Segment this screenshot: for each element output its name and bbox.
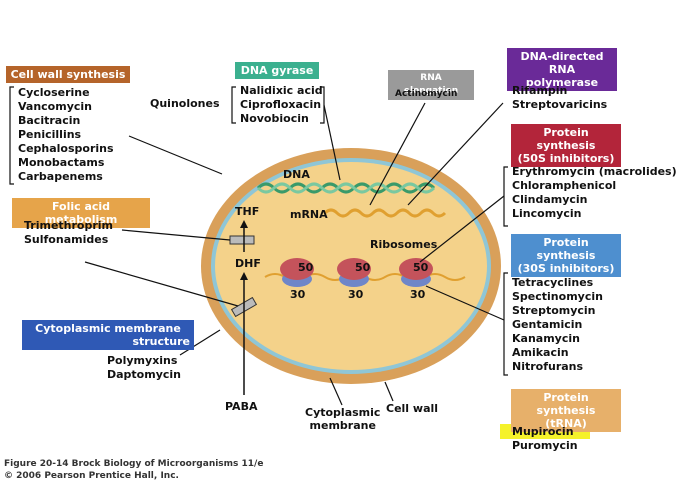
list-item: Bacitracin [18,114,81,127]
rna-polymerase-list: Rifampin Streptovaricins [512,84,607,112]
cell-wall-label: Cell wall [386,402,439,415]
cytoplasmic-list: Polymyxins Daptomycin [107,354,181,382]
rna-polymerase-header: DNA-directed RNA polymerase [507,48,617,91]
dna-label: DNA [283,168,310,181]
ribosome-50-label-2: 50 [355,261,371,274]
mrna-strand [323,208,447,218]
protein50s-list: Erythromycin (macrolides) Chloramphenico… [512,165,677,221]
actinomycin-label: Actinomycin [395,89,458,99]
list-item: Nitrofurans [512,360,584,373]
protein30s-list: Tetracyclines Spectinomycin Streptomycin… [512,276,603,374]
dhf-label: DHF [235,257,261,270]
list-item: Trimethroprim [24,219,114,232]
ribosome-30-label-1: 30 [290,288,306,301]
protein30s-header: Protein synthesis (30S inhibitors) [511,234,621,277]
ribosome-3 [399,258,433,287]
quinolones-label: Quinolones [150,97,220,110]
ribosome-50-label-1: 50 [298,261,314,274]
list-item: Spectinomycin [512,290,603,303]
thf-label: THF [235,205,260,218]
protein50s-title-2: (50S inhibitors) [517,152,615,165]
list-item: Nalidixic acid [240,84,323,97]
paba-label: PABA [225,400,258,413]
dna-helix-strand-2 [256,182,436,194]
trna-title-2: (tRNA) [545,417,587,430]
cell-wall-list: Cycloserine Vancomycin Bacitracin Penici… [18,86,114,184]
dna-gyrase-header: DNA gyrase [235,62,319,79]
cytoplasmic-membrane-label-2: membrane [309,419,376,432]
folic-header: Folic acid metabolism [12,198,150,228]
leader-lines [9,86,508,406]
list-item: Tetracyclines [512,276,594,289]
ribosome-30-label-2: 30 [348,288,364,301]
figure-caption: Figure 20-14 Brock Biology of Microorgan… [4,458,263,482]
list-item: Cycloserine [18,86,90,99]
cytoplasmic-title-1: Cytoplasmic membrane [35,322,181,335]
list-item: Streptomycin [512,304,596,317]
cytoplasmic-header: Cytoplasmic membrane structure [22,320,194,350]
ribosomes-label: Ribosomes [370,238,438,251]
mrna-label: mRNA [290,208,328,221]
trna-list: Mupirocin Puromycin [512,425,578,453]
list-item: Sulfonamides [24,233,109,246]
list-item: Cephalosporins [18,142,114,155]
list-item: Clindamycin [512,193,588,206]
rna-polymerase-title-1: DNA-directed RNA [520,50,604,76]
list-item: Chloramphenicol [512,179,617,192]
trna-header: Protein synthesis (tRNA) [511,389,621,432]
list-item: Amikacin [512,346,569,359]
trna-title-1: Protein synthesis [536,391,596,417]
ribosome-30-label-3: 30 [410,288,426,301]
list-item: Daptomycin [107,368,181,381]
cytoplasmic-membrane-label: Cytoplasmic membrane [305,406,380,432]
list-item: Monobactams [18,156,105,169]
list-item: Kanamycin [512,332,580,345]
protein30s-title-2: (30S inhibitors) [517,262,615,275]
list-item: Polymyxins [107,354,178,367]
rna-polymerase-title-2: polymerase [525,76,599,89]
protein50s-header: Protein synthesis (50S inhibitors) [511,124,621,167]
list-item: Novobiocin [240,112,309,125]
folic-list: Trimethroprim Sulfonamides [24,219,113,247]
dna-helix [256,182,436,194]
protein50s-title-1: Protein synthesis [536,126,596,152]
cytoplasmic-title-2: structure [132,335,190,348]
ribosome-2 [337,258,371,287]
cell-wall-header: Cell wall synthesis [6,66,130,83]
caption-line-2: © 2006 Pearson Prentice Hall, Inc. [4,471,179,481]
list-item: Carbapenems [18,170,103,183]
protein30s-title-1: Protein synthesis [536,236,596,262]
list-item: Gentamicin [512,318,583,331]
cytoplasmic-membrane-label-1: Cytoplasmic [305,406,381,419]
list-item: Lincomycin [512,207,582,220]
list-item: Ciprofloxacin [240,98,322,111]
caption-line-1: Figure 20-14 Brock Biology of Microorgan… [4,459,264,469]
list-item: Rifampin [512,84,568,97]
list-item: Vancomycin [18,100,92,113]
list-item: Erythromycin (macrolides) [512,165,677,178]
rna-elongation-header: RNA elongation [388,70,474,100]
ribosome-50-label-3: 50 [413,261,429,274]
list-item: Puromycin [512,439,578,452]
list-item: Streptovaricins [512,98,608,111]
dna-gyrase-list: Nalidixic acid Ciprofloxacin Novobiocin [240,84,323,126]
ribosome-1 [280,258,314,287]
list-item: Penicillins [18,128,82,141]
thf-block [229,235,255,245]
list-item-mupirocin: Mupirocin [512,425,574,438]
